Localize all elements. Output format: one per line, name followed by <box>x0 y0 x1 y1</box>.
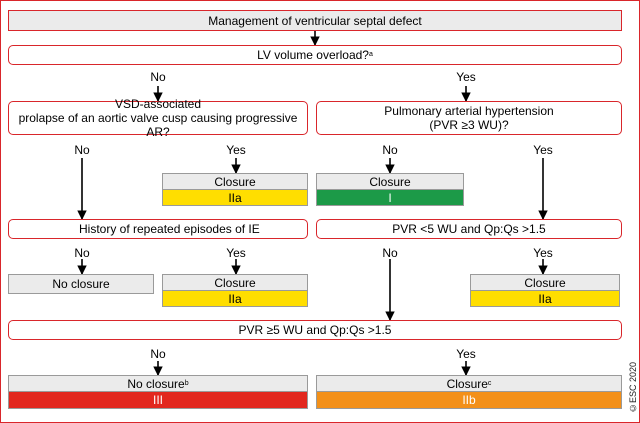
pah-question: Pulmonary arterial hypertension (PVR ≥3 … <box>316 101 622 135</box>
rec-ie-class-badge: IIa <box>162 290 308 307</box>
pah-yes-label: Yes <box>533 143 553 157</box>
rec-final-no-closure-text: No closure <box>127 376 185 391</box>
pvr5-yes-label: Yes <box>533 246 553 260</box>
ie-question-text: History of repeated episodes of IE <box>79 222 260 236</box>
rec-aortic-closure: Closure <box>162 173 308 190</box>
pvr-under-5-question-text: PVR <5 WU and Qp:Qs >1.5 <box>392 222 546 236</box>
rec-final-no-class-text: III <box>152 393 163 407</box>
rec-ie-closure-text: Closure <box>214 275 256 290</box>
rec-ie-no-closure: No closure <box>8 274 154 294</box>
rec-final-closure-text: Closure <box>446 376 488 391</box>
copyright-notice: ©ESC 2020 <box>628 361 638 413</box>
pvr-5-or-more-question: PVR ≥5 WU and Qp:Qs >1.5 <box>8 320 622 340</box>
rec-pvr5-closure-text: Closure <box>524 275 566 290</box>
rec-pvr5-class-badge: IIa <box>470 290 620 307</box>
rec-ie-class-text: IIa <box>228 291 242 306</box>
ie-no-label: No <box>74 246 90 260</box>
pvr5-no-label: No <box>382 246 398 260</box>
aortic-yes-label: Yes <box>226 143 246 157</box>
lv-volume-question: LV volume overload?a <box>8 45 622 65</box>
pah-question-line2: (PVR ≥3 WU)? <box>429 118 509 132</box>
lv-yes-label: Yes <box>456 70 476 84</box>
rec-aortic-class-text: IIa <box>228 190 242 205</box>
rec-pah-class-badge: I <box>316 189 464 206</box>
aortic-question-line2: prolapse of an aortic valve cusp causing… <box>18 111 298 139</box>
aortic-prolapse-question: VSD-associated prolapse of an aortic val… <box>8 97 308 139</box>
rec-pvr5-class-text: IIa <box>538 291 552 306</box>
final-yes-label: Yes <box>456 347 476 361</box>
rec-ie-no-closure-text: No closure <box>52 277 110 291</box>
rec-aortic-closure-text: Closure <box>214 174 256 189</box>
ie-history-question: History of repeated episodes of IE <box>8 219 308 239</box>
pvr-under-5-question: PVR <5 WU and Qp:Qs >1.5 <box>316 219 622 239</box>
rec-aortic-class-badge: IIa <box>162 189 308 206</box>
lv-volume-question-text: LV volume overload? <box>257 48 369 62</box>
rec-pvr5-closure: Closure <box>470 274 620 291</box>
lv-no-label: No <box>150 70 166 84</box>
ie-yes-label: Yes <box>226 246 246 260</box>
final-no-label: No <box>150 347 166 361</box>
rec-pah-class-text: I <box>388 190 392 205</box>
rec-pah-closure: Closure <box>316 173 464 190</box>
aortic-no-label: No <box>74 143 90 157</box>
page-title-text: Management of ventricular septal defect <box>208 13 422 28</box>
pah-question-line1: Pulmonary arterial hypertension <box>384 104 554 118</box>
pah-no-label: No <box>382 143 398 157</box>
page-title: Management of ventricular septal defect <box>8 10 622 31</box>
rec-pah-closure-text: Closure <box>369 174 411 189</box>
pvr-5-or-more-question-text: PVR ≥5 WU and Qp:Qs >1.5 <box>238 323 392 337</box>
rec-final-class-text: IIb <box>462 393 476 407</box>
rec-final-no-class-badge: III <box>8 391 308 409</box>
aortic-question-line1: VSD-associated <box>114 97 202 111</box>
rec-final-class-badge: IIb <box>316 391 622 409</box>
rec-ie-closure: Closure <box>162 274 308 291</box>
